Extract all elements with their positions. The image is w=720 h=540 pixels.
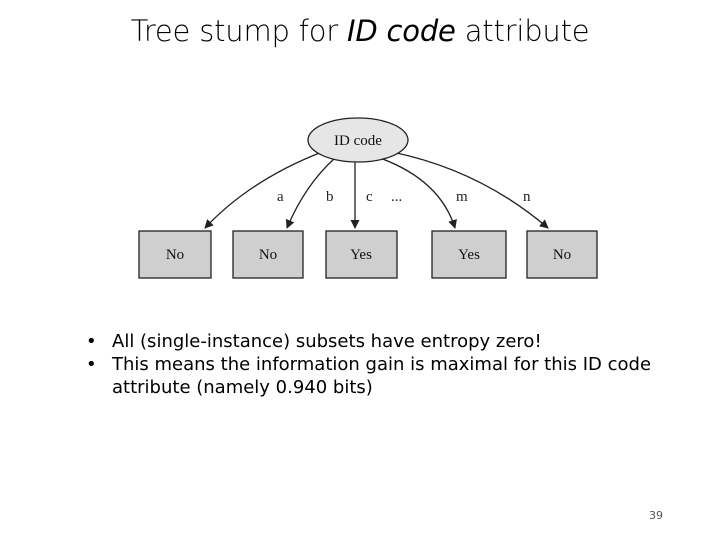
edge-label-n: n [523,189,531,205]
bullet-item: • This means the information gain is maxi… [84,353,664,399]
leaf-node-n [526,230,598,279]
page-number: 39 [649,509,663,522]
leaf-node-a [138,230,212,279]
edge-label-a: a [277,189,284,205]
leaf-node-m [431,230,507,279]
bullet-dot: • [86,354,97,375]
leaf-label-a: No [166,247,184,263]
slide-title: Tree stump for ID code attribute [0,14,720,48]
leaf-label-b: No [259,247,277,263]
leaf-label-n: No [553,247,571,263]
leaf-node-b [232,230,304,279]
bullet-item: • All (single-instance) subsets have entr… [84,330,664,353]
title-prefix: Tree stump for [130,14,348,48]
edge-label-m: m [456,189,468,205]
edge-n [391,151,549,229]
title-italic: ID code [347,14,456,48]
bullet-list: • All (single-instance) subsets have entr… [84,330,664,399]
leaf-label-m: Yes [458,247,480,263]
leaf-node-c [325,230,398,279]
bullet-dot: • [86,331,97,352]
edge-label-c: c [366,189,373,205]
edge-label-b: b [326,189,334,205]
bullet-text: All (single-instance) subsets have entro… [112,331,542,352]
title-suffix: attribute [455,14,590,48]
decision-tree-stump: a b c ... m n ID code No No Yes Yes No [138,117,598,279]
bullet-text: This means the information gain is maxim… [112,354,652,398]
leaf-label-c: Yes [350,247,372,263]
edge-b [285,157,336,229]
root-node-label: ID code [334,133,382,149]
edge-ellipsis: ... [391,189,402,205]
edge-a [204,151,323,229]
edge-m [379,157,457,229]
root-node [307,117,409,163]
